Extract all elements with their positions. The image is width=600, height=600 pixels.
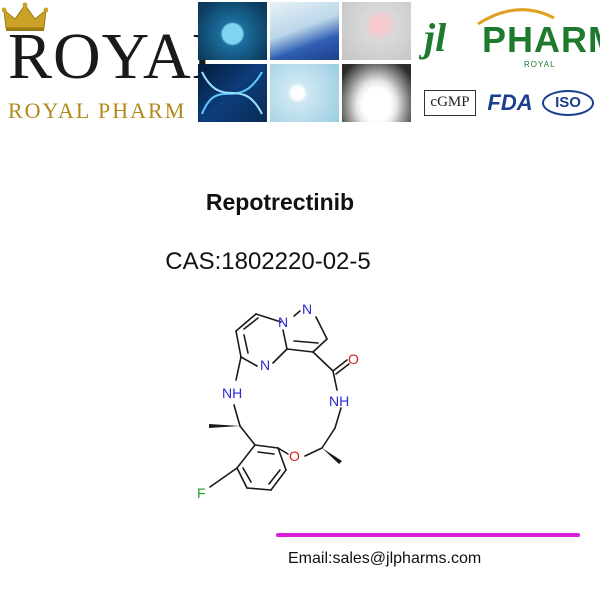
- virus-image: [198, 2, 267, 60]
- brand-title: ROYAL: [8, 20, 234, 93]
- certification-row: cGMP FDA ISO: [424, 90, 596, 120]
- crown-icon: [2, 2, 48, 31]
- atom-o-carbonyl: O: [348, 351, 359, 367]
- divider-bar: [276, 533, 580, 537]
- cgmp-badge: cGMP: [424, 90, 476, 116]
- atom-o-ether: O: [289, 448, 300, 464]
- logo-sub: ROYAL: [524, 60, 556, 69]
- dna-image: [198, 64, 267, 122]
- atom-n2: N: [302, 301, 312, 317]
- brand-subtitle: ROYAL PHARM: [8, 98, 187, 123]
- droplets-image: [270, 64, 339, 122]
- atom-nh-amine: NH: [222, 385, 242, 401]
- logo-letters: jl: [424, 15, 447, 60]
- atom-nh-amide: NH: [329, 393, 349, 409]
- swoosh-icon: [477, 8, 555, 26]
- atom-n3: N: [260, 357, 270, 373]
- logo-word: PHARM: [482, 19, 600, 60]
- chemical-structure: N N N O NH NH O F: [197, 301, 359, 501]
- fda-badge: FDA: [487, 90, 533, 115]
- atom-n1: N: [278, 314, 288, 330]
- contact-email: Email:sales@jlpharms.com: [288, 550, 482, 567]
- iso-badge: ISO: [542, 90, 594, 116]
- pills-image: [342, 2, 411, 60]
- atom-f: F: [197, 485, 206, 501]
- cas-number: CAS:1802220-02-5: [165, 248, 371, 275]
- powder-image: [342, 64, 411, 122]
- lab-sample-image: [270, 2, 339, 60]
- jl-pharm-logo: jl PHARM ROYAL: [420, 8, 600, 78]
- product-name: Repotrectinib: [205, 189, 355, 215]
